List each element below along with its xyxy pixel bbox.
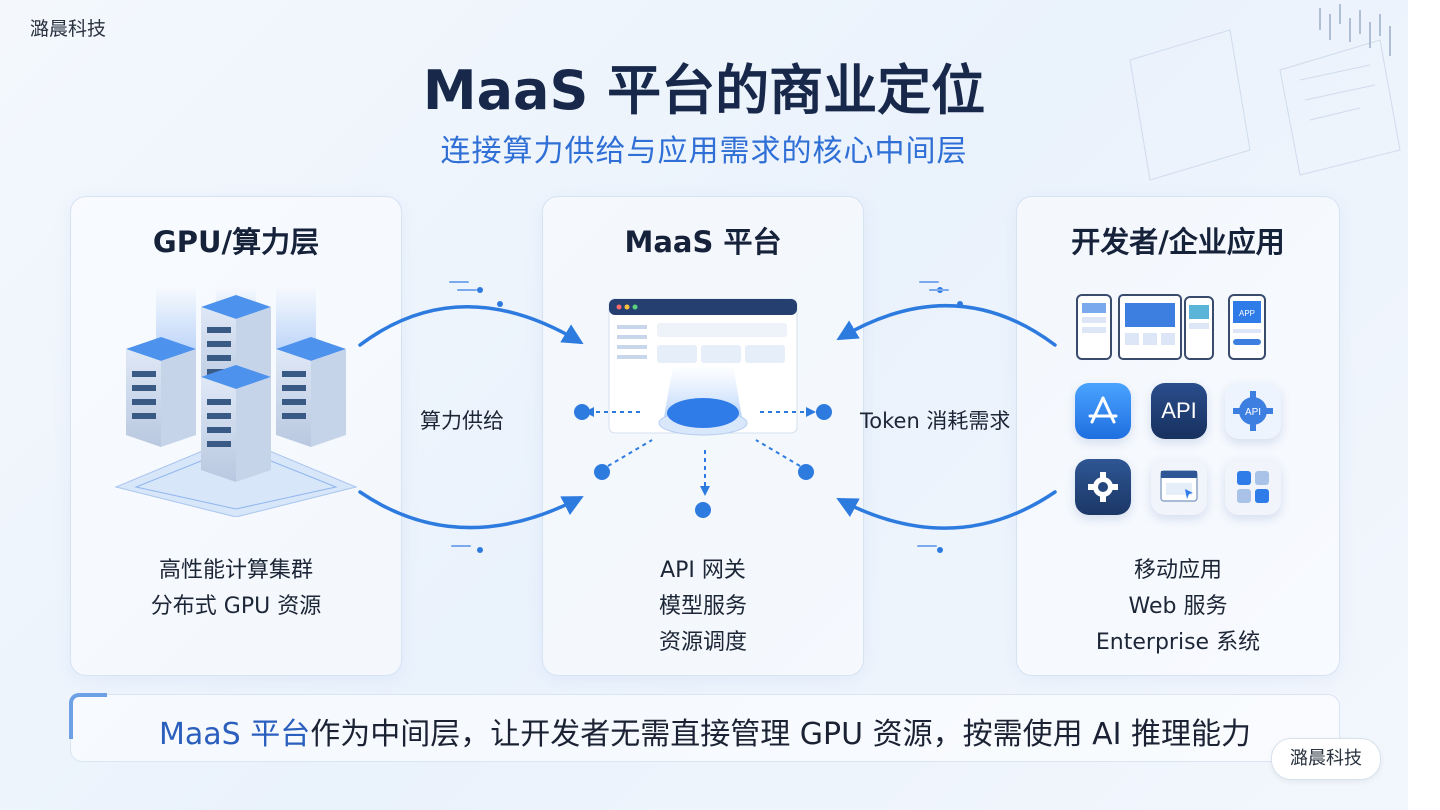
summary-banner: MaaS 平台作为中间层，让开发者无需直接管理 GPU 资源，按需使用 AI 推…: [69, 693, 1340, 762]
app-line: Web 服务: [1128, 594, 1228, 619]
gpu-layer-description: 高性能计算集群 分布式 GPU 资源: [71, 553, 401, 625]
summary-text: MaaS 平台作为中间层，让开发者无需直接管理 GPU 资源，按需使用 AI 推…: [71, 709, 1339, 753]
api-icon-label: API: [1161, 398, 1197, 423]
app-store-icon: [1075, 383, 1131, 439]
devices-mockup-icon: APP: [1076, 294, 1266, 360]
brand-badge: 潞晨科技: [1271, 738, 1381, 780]
gpu-layer-panel: GPU/算力层: [70, 196, 402, 676]
maas-platform-panel: MaaS 平台 API 网关 模型服务 资源调度: [542, 196, 864, 676]
app-line: Enterprise 系统: [1095, 630, 1261, 655]
gpu-line: 分布式 GPU 资源: [150, 594, 322, 619]
settings-gear-icon: [1075, 459, 1131, 515]
developer-apps-title: 开发者/企业应用: [1071, 225, 1285, 259]
maas-platform-title: MaaS 平台: [624, 225, 782, 259]
banner-corner-accent: [69, 693, 107, 739]
developer-apps-panel: 开发者/企业应用 APP API API 移动应用 Web 服务 Enterpr…: [1016, 196, 1340, 676]
compute-supply-label: 算力供给: [420, 409, 504, 433]
maas-line: 模型服务: [658, 594, 747, 619]
maas-platform-description: API 网关 模型服务 资源调度: [543, 553, 863, 661]
decorative-chart-graphic: [1129, 4, 1401, 181]
browser-window-icon: [1151, 459, 1207, 515]
gpu-line: 高性能计算集群: [158, 558, 313, 583]
page-subtitle: 连接算力供给与应用需求的核心中间层: [440, 134, 968, 169]
maas-line: 资源调度: [658, 630, 747, 655]
app-grid-icon: [1225, 459, 1281, 515]
server-cluster-icon: [114, 287, 358, 517]
api-gear-label: API: [1245, 407, 1261, 418]
token-demand-label: Token 消耗需求: [860, 409, 1011, 433]
app-line: 移动应用: [1133, 558, 1222, 583]
phone-app-label: APP: [1239, 309, 1255, 318]
summary-body: 作为中间层，让开发者无需直接管理 GPU 资源，按需使用 AI 推理能力: [310, 717, 1252, 752]
right-edge-strip: [1408, 0, 1440, 810]
developer-apps-description: 移动应用 Web 服务 Enterprise 系统: [1017, 553, 1339, 661]
brand-label-top: 潞晨科技: [30, 18, 107, 40]
api-gear-icon: API: [1225, 383, 1281, 439]
platform-dashboard-icon: [608, 298, 798, 436]
summary-highlight: MaaS 平台: [158, 717, 311, 752]
maas-line: API 网关: [660, 558, 746, 583]
api-icon: API: [1151, 383, 1207, 439]
page-title: MaaS 平台的商业定位: [422, 59, 986, 122]
gpu-layer-title: GPU/算力层: [152, 225, 320, 259]
flow-arrows: [358, 281, 1057, 553]
